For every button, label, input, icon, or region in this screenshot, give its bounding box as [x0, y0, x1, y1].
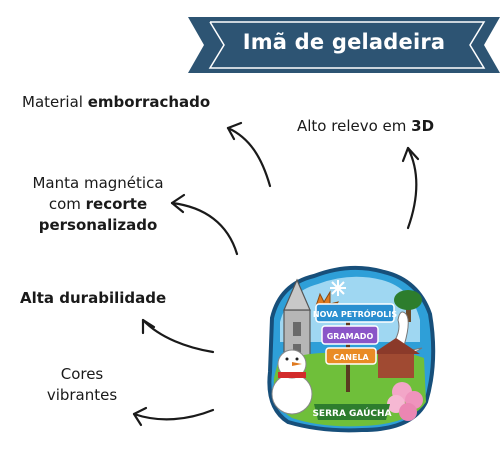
- arrow-to-colors: [132, 406, 215, 427]
- sign-gramado: GRAMADO: [321, 325, 379, 345]
- feature-magnet-sheet-prefix: com: [48, 195, 86, 213]
- feature-material-bold: emborrachado: [87, 93, 211, 111]
- magnet-image: NOVA PETRÓPOLIS GRAMADO CANELA SERRA GAÚ…: [267, 265, 436, 433]
- feature-colors-line1: Cores: [60, 365, 104, 383]
- hydrangea-icon: [387, 382, 423, 421]
- arrow-to-durability: [141, 318, 215, 354]
- arrow-to-relief: [401, 146, 420, 230]
- footer-ribbon: SERRA GAÚCHA: [312, 404, 392, 420]
- sign-canela-text: CANELA: [333, 353, 369, 362]
- arrow-to-magnet-sheet: [170, 193, 239, 256]
- title-banner: Imã de geladeira: [188, 17, 500, 73]
- feature-durability-bold: Alta durabilidade: [20, 289, 167, 307]
- banner-title: Imã de geladeira: [242, 30, 446, 54]
- feature-material-text: Material: [22, 93, 88, 111]
- snowflake-icon: [330, 280, 346, 296]
- sign-nova-petropolis-text: NOVA PETRÓPOLIS: [313, 308, 397, 319]
- feature-magnet-sheet-bold-2: personalizado: [38, 216, 158, 234]
- feature-colors: Cores vibrantes: [36, 364, 128, 406]
- arrow-to-material: [226, 121, 272, 188]
- feature-magnet-sheet-line2: com recorte: [12, 194, 184, 215]
- feature-relief-bold: 3D: [411, 117, 435, 135]
- house-icon: [372, 338, 420, 378]
- feature-magnet-sheet: Manta magnética com recorte personalizad…: [12, 173, 184, 236]
- feature-magnet-sheet-line3: personalizado: [12, 215, 184, 236]
- feature-magnet-sheet-bold: recorte: [85, 195, 148, 213]
- feature-material: Material emborrachado: [22, 92, 210, 113]
- sign-nova-petropolis: NOVA PETRÓPOLIS: [313, 303, 397, 323]
- sign-gramado-text: GRAMADO: [327, 332, 374, 341]
- snowman-icon: [271, 349, 313, 415]
- feature-colors-line2: vibrantes: [46, 386, 118, 404]
- tree-icon: [394, 290, 422, 322]
- feature-relief-text: Alto relevo em: [297, 117, 412, 135]
- feature-relief: Alto relevo em 3D: [297, 116, 434, 137]
- magnet-footer-text: SERRA GAÚCHA: [312, 407, 391, 419]
- sign-canela: CANELA: [325, 347, 377, 365]
- feature-magnet-sheet-line1: Manta magnética: [32, 174, 164, 192]
- banner-shape: [188, 17, 500, 73]
- feature-durability: Alta durabilidade: [20, 288, 166, 309]
